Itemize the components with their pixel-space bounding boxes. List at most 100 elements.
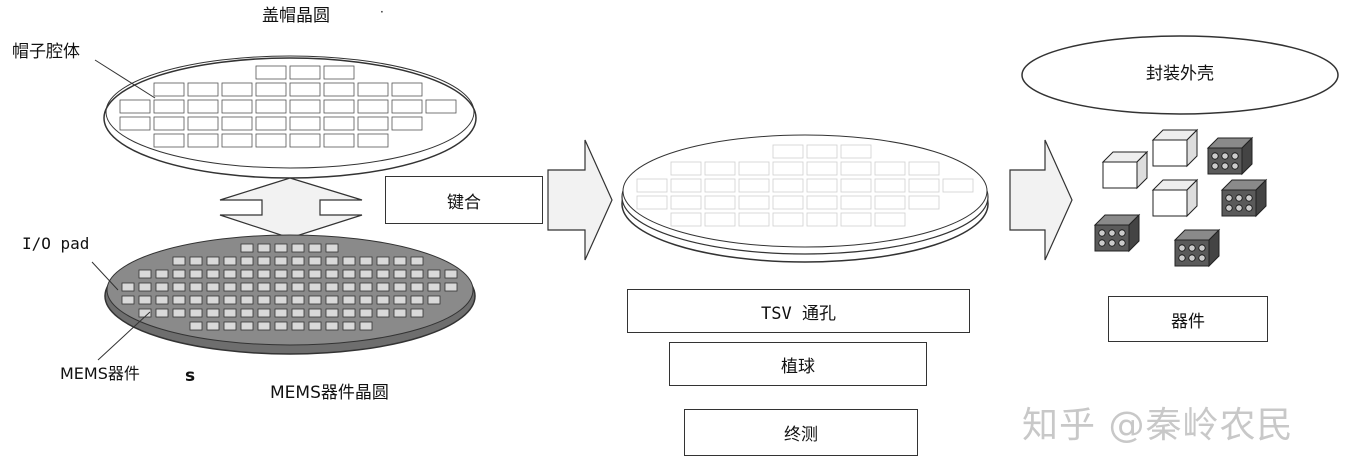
mems-device-cell — [206, 321, 220, 331]
cap-cavity-cell — [187, 133, 219, 148]
cap-cavity-cell — [255, 65, 287, 80]
mems-device-cell — [376, 308, 390, 318]
mems-device-cell — [376, 282, 390, 292]
device-box: 器件 — [1108, 296, 1268, 342]
cap-cavity-cell — [323, 99, 355, 114]
mems-device-cell — [138, 295, 152, 305]
mems-device-cell — [274, 282, 288, 292]
cap-cavity-cell — [119, 99, 151, 114]
bonded-wafer-cell — [738, 212, 770, 227]
tsv-step-label: TSV 通孔 — [761, 303, 836, 324]
device-cube — [1093, 213, 1141, 253]
cap-cavity-label: 帽子腔体 — [12, 42, 80, 62]
mems-device-cell — [138, 282, 152, 292]
mems-device-cell — [223, 321, 237, 331]
mems-device-label: MEMS器件 — [60, 364, 140, 383]
device-cube — [1173, 228, 1221, 268]
mems-device-cell — [291, 256, 305, 266]
mems-device-cell — [240, 295, 254, 305]
final-test-step-label: 终测 — [784, 425, 818, 445]
mems-device-cell — [257, 308, 271, 318]
mems-device-cell — [121, 282, 135, 292]
cap-cavity-cell — [221, 82, 253, 97]
bonded-wafer-cell — [772, 161, 804, 176]
mems-wafer — [104, 234, 476, 355]
mems-device-cell — [257, 269, 271, 279]
mems-device-cell — [206, 269, 220, 279]
mems-device-cell — [342, 321, 356, 331]
mems-device-cell — [427, 269, 441, 279]
io-pad-leader — [91, 261, 119, 291]
cap-wafer-label: 盖帽晶圆 — [262, 6, 330, 26]
stray-s-label: s — [185, 366, 196, 386]
mems-device-cell — [223, 308, 237, 318]
bonded-wafer-cell — [874, 195, 906, 210]
mems-device-cell — [342, 308, 356, 318]
mems-device-cell — [257, 282, 271, 292]
device-cube — [1151, 128, 1199, 168]
mems-device-cell — [189, 321, 203, 331]
mems-device-cell — [325, 295, 339, 305]
bonded-wafer-cell — [908, 161, 940, 176]
mems-device-cell — [257, 243, 271, 253]
cap-cavity-cell — [255, 116, 287, 131]
cap-cavity-cell — [357, 116, 389, 131]
mems-device-cell — [308, 295, 322, 305]
mems-device-cell — [274, 243, 288, 253]
cap-cavity-cell — [425, 99, 457, 114]
mems-device-cell — [240, 269, 254, 279]
mems-device-cell — [189, 308, 203, 318]
cap-cavity-cell — [289, 133, 321, 148]
cap-cavity-cell — [221, 99, 253, 114]
mems-device-cell — [274, 321, 288, 331]
mems-device-leader — [97, 311, 151, 361]
bonded-wafer-cell — [874, 178, 906, 193]
bonding-step-label: 键合 — [447, 192, 481, 213]
mems-device-cell — [206, 308, 220, 318]
bonded-wafer-cell — [806, 195, 838, 210]
bonded-wafer-cell — [738, 178, 770, 193]
cap-cavity-cell — [187, 82, 219, 97]
bonded-wafer-cell — [636, 178, 668, 193]
cap-cavity-cell — [255, 99, 287, 114]
mems-device-cell — [325, 243, 339, 253]
mems-device-cell — [325, 321, 339, 331]
bonded-wafer-cell — [806, 161, 838, 176]
mems-device-cells — [121, 243, 458, 331]
package-shell-label: 封装外壳 — [1146, 64, 1214, 84]
device-cube — [1101, 150, 1149, 190]
ball-mount-step-label: 植球 — [781, 356, 815, 377]
bonded-wafer-cell — [806, 178, 838, 193]
bonded-wafer-cell — [840, 178, 872, 193]
mems-device-cell — [376, 295, 390, 305]
cap-cavity-cell — [187, 116, 219, 131]
mems-device-cell — [172, 269, 186, 279]
bonded-wafer-cell — [704, 178, 736, 193]
mems-device-cell — [257, 256, 271, 266]
mems-device-cell — [376, 256, 390, 266]
mems-device-cell — [308, 269, 322, 279]
mems-device-cell — [223, 256, 237, 266]
bonded-wafer-cell — [806, 144, 838, 159]
vertical-double-arrow — [219, 177, 363, 239]
bonded-wafer-cell — [670, 178, 702, 193]
mems-device-cell — [308, 282, 322, 292]
cap-cavity-cell — [391, 82, 423, 97]
mems-device-cell — [359, 295, 373, 305]
cap-cavity-cell — [289, 99, 321, 114]
mems-device-cell — [223, 282, 237, 292]
cap-cavity-cell — [357, 82, 389, 97]
mems-device-cell — [410, 295, 424, 305]
device-cube — [1151, 178, 1199, 218]
mems-device-cell — [393, 295, 407, 305]
mems-device-cell — [155, 295, 169, 305]
cap-cavity-cell — [255, 133, 287, 148]
cap-cavity-cell — [323, 65, 355, 80]
mems-device-cell — [257, 295, 271, 305]
mems-device-cell — [155, 282, 169, 292]
mems-device-cell — [138, 269, 152, 279]
cap-cavity-cell — [255, 82, 287, 97]
cap-cavity-cell — [323, 133, 355, 148]
mems-device-cell — [155, 269, 169, 279]
bonded-wafer-cell — [908, 195, 940, 210]
